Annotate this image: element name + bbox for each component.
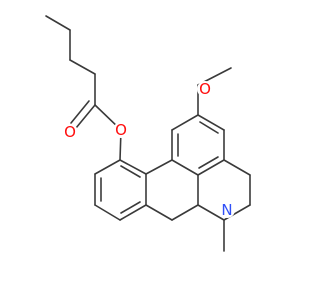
carbonyl-oxygen-atom: O [62,123,78,141]
amine-nitrogen-atom: N [219,201,235,219]
bond [197,114,225,131]
bond [223,159,251,176]
bond [199,121,219,134]
bond [69,59,96,75]
bond [120,201,141,214]
bond [120,165,141,178]
bond [171,159,199,176]
bond [94,204,121,221]
canvas-background [0,0,300,300]
atom-layer: O O O N [62,80,235,219]
atom-background [219,202,235,218]
ester-oxygen-atom: O [113,121,129,139]
bond [197,204,225,221]
atom-background [62,124,78,140]
bond [75,104,96,129]
bond [145,204,173,221]
atom-label-n: N [221,201,232,219]
bond [94,159,121,175]
molecule-structure: O O O N [0,0,300,300]
bond [145,159,173,175]
bond [171,204,199,221]
atom-label-o: O [64,123,76,141]
atom-background [197,81,213,97]
bond [119,159,147,175]
bond [171,114,199,131]
bond [197,159,225,176]
bond-layer [45,15,251,252]
atom-background [113,122,129,138]
bond [70,100,90,124]
bond [198,156,219,169]
atom-label-o: O [115,121,127,139]
atom-label-o: O [199,80,211,98]
bond [45,15,71,31]
bond [119,204,147,221]
methoxy-oxygen-atom: O [197,80,213,98]
